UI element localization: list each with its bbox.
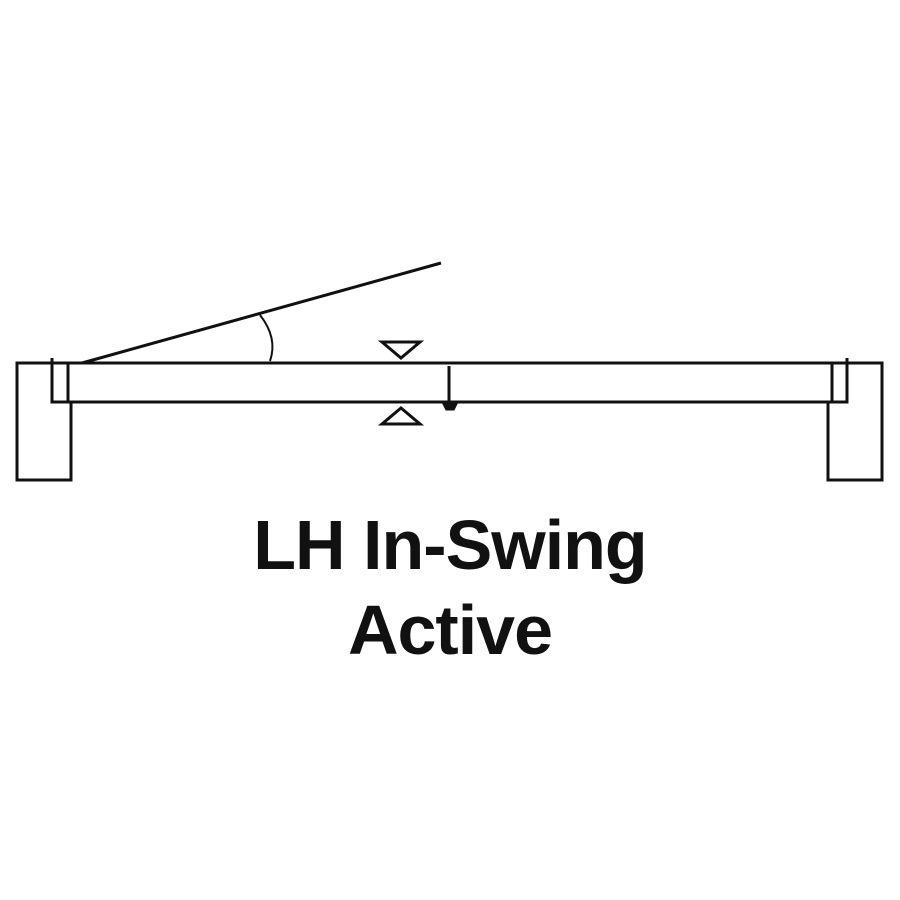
swing-line xyxy=(81,261,442,365)
caption-line-1: LH In-Swing xyxy=(253,506,647,584)
swing-arc xyxy=(259,314,274,362)
triangle-down-icon xyxy=(377,340,425,360)
caption-line-2: Active xyxy=(347,591,553,669)
triangle-up-icon xyxy=(377,406,425,426)
door-handle-icon xyxy=(441,401,459,411)
